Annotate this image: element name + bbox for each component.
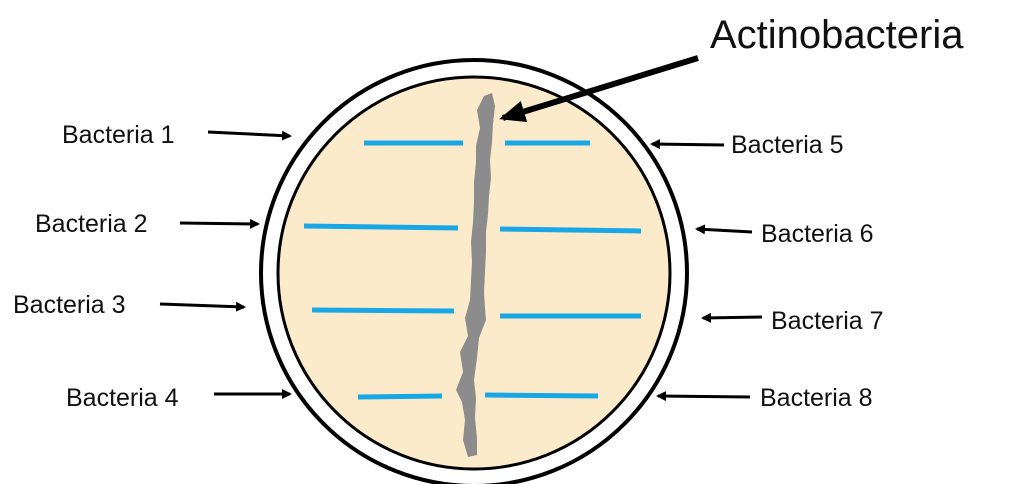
label-bacteria-2: Bacteria 2 [35, 210, 148, 238]
arrow-bacteria-6 [697, 229, 752, 232]
actinobacteria-label: Actinobacteria [710, 13, 964, 57]
arrow-bacteria-7 [703, 317, 762, 318]
label-bacteria-5: Bacteria 5 [731, 131, 844, 159]
streak-bacteria-4 [358, 396, 442, 397]
label-bacteria-6: Bacteria 6 [761, 220, 874, 248]
arrow-bacteria-3 [160, 304, 244, 307]
arrow-bacteria-5 [652, 144, 724, 145]
arrow-bacteria-8 [658, 396, 750, 397]
label-bacteria-3: Bacteria 3 [13, 291, 126, 319]
label-bacteria-8: Bacteria 8 [760, 384, 873, 412]
streak-bacteria-6 [500, 229, 641, 231]
streak-bacteria-3 [312, 310, 454, 311]
label-bacteria-7: Bacteria 7 [771, 307, 884, 335]
streak-bacteria-8 [485, 395, 598, 396]
streak-bacteria-2 [304, 226, 458, 228]
arrow-bacteria-2 [180, 223, 258, 224]
arrow-bacteria-1 [208, 132, 290, 136]
label-bacteria-1: Bacteria 1 [62, 121, 175, 149]
label-bacteria-4: Bacteria 4 [66, 384, 179, 412]
